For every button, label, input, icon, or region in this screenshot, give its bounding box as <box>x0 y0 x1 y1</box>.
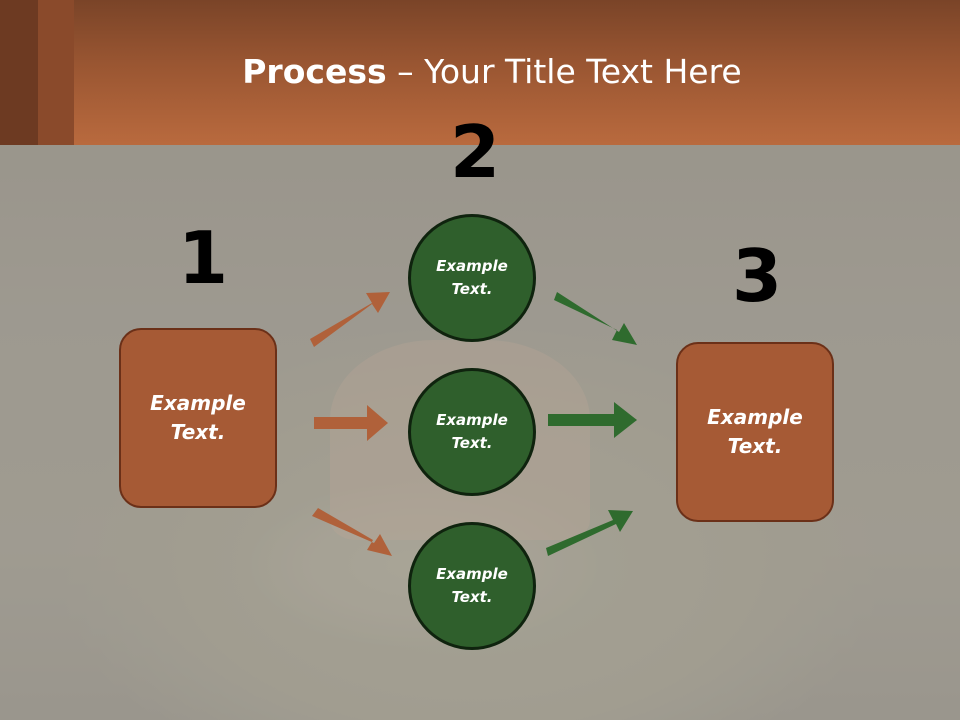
header-band: Process – Your Title Text Here <box>0 0 960 145</box>
step-number-1: 1 <box>178 216 229 300</box>
circle-1-line2: Text. <box>451 280 493 298</box>
left-box: Example Text. <box>119 328 277 508</box>
circle-3-line2: Text. <box>451 588 493 606</box>
circle-2-line1: Example <box>436 411 508 429</box>
circle-1: Example Text. <box>408 214 536 342</box>
right-box: Example Text. <box>676 342 834 522</box>
right-box-line1: Example <box>707 405 803 429</box>
circle-3: Example Text. <box>408 522 536 650</box>
left-box-line2: Text. <box>170 420 226 444</box>
header-accent-stripe <box>0 0 38 145</box>
arrow-to-circle-1 <box>310 292 390 347</box>
left-box-line1: Example <box>150 391 246 415</box>
step-number-3: 3 <box>732 234 783 318</box>
title-bold: Process <box>242 52 387 91</box>
arrow-from-circle-3 <box>546 510 633 556</box>
slide-title: Process – Your Title Text Here <box>0 52 960 91</box>
circle-2: Example Text. <box>408 368 536 496</box>
circle-3-line1: Example <box>436 565 508 583</box>
step-number-2: 2 <box>450 110 501 194</box>
arrow-from-circle-2 <box>548 402 637 438</box>
circle-2-line2: Text. <box>451 434 493 452</box>
right-box-line2: Text. <box>727 434 783 458</box>
header-accent-stripe <box>38 0 74 145</box>
title-rest: – Your Title Text Here <box>386 52 742 91</box>
circle-1-label: Example Text. <box>422 255 522 301</box>
arrow-to-circle-3 <box>312 508 392 556</box>
arrow-from-circle-1 <box>554 292 637 345</box>
circle-2-label: Example Text. <box>422 409 522 455</box>
left-box-label: Example Text. <box>138 389 258 447</box>
circle-3-label: Example Text. <box>422 563 522 609</box>
circle-1-line1: Example <box>436 257 508 275</box>
arrow-to-circle-2 <box>314 405 388 441</box>
right-box-label: Example Text. <box>695 403 815 461</box>
